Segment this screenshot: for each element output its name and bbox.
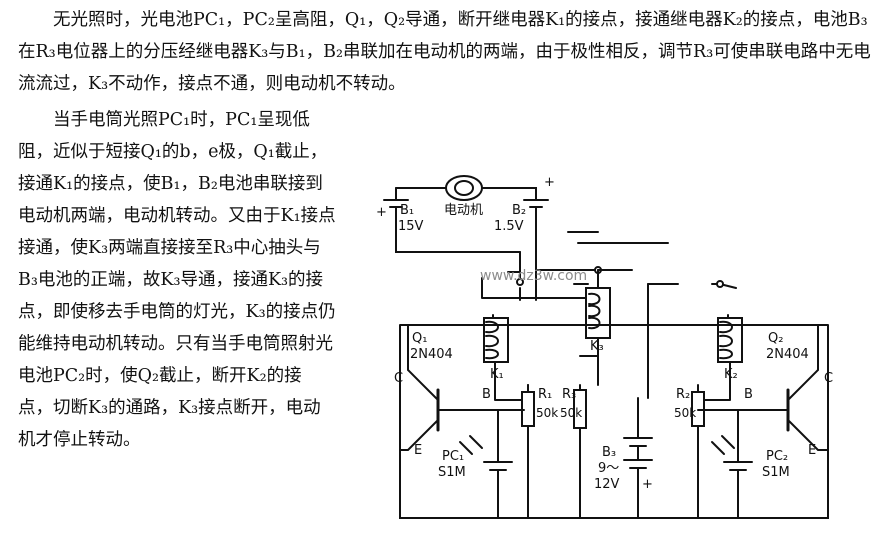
b3-value: 9～ <box>598 461 620 476</box>
k3-label: K₃ <box>590 339 604 354</box>
r2-value: 50k <box>674 406 697 420</box>
paragraph-top-text: 无光照时，光电池PC₁，PC₂呈高阻，Q₁，Q₂导通，断开继电器K₁的接点，接通… <box>18 10 871 94</box>
b1-value: 15V <box>398 219 424 234</box>
watermark: www.dz3w.com <box>480 268 588 284</box>
k2-label: K₂ <box>724 367 738 382</box>
r3-value: 50k <box>560 406 583 420</box>
q2-model: 2N404 <box>766 347 809 362</box>
b2-name: B₂ <box>512 203 527 218</box>
motor-label: 电动机 <box>444 203 484 218</box>
q2-base: B <box>744 387 753 402</box>
q2-collector: C <box>824 371 834 386</box>
q2-name: Q₂ <box>768 331 784 346</box>
r2-name: R₂ <box>676 387 691 402</box>
paragraph-left-text: 当手电筒光照PC₁时，PC₁呈现低阻，近似于短接Q₁的b，e极，Q₁截止，接通K… <box>18 110 336 450</box>
paragraph-top: 无光照时，光电池PC₁，PC₂呈高阻，Q₁，Q₂导通，断开继电器K₁的接点，接通… <box>18 4 874 100</box>
b3-value2: 12V <box>594 477 620 492</box>
r1-value: 50k <box>536 406 559 420</box>
b3-name: B₃ <box>602 445 617 460</box>
b1-plus: + <box>376 205 387 220</box>
circuit-schematic <box>383 175 829 519</box>
q1-base: B <box>482 387 491 402</box>
q2-emitter: E <box>808 443 817 458</box>
q1-name: Q₁ <box>412 331 428 346</box>
r3-name: R₃ <box>562 387 577 402</box>
pc2-value: S1M <box>762 465 790 480</box>
b2-plus: + <box>544 175 555 190</box>
motor-icon <box>445 175 483 201</box>
b1-name: B₁ <box>400 203 415 218</box>
q1-model: 2N404 <box>410 347 453 362</box>
circuit-diagram: + B₁ 15V 电动机 B₂ 1.5V + Q₁ 2N404 Q₂ 2N404… <box>348 160 884 539</box>
q1-emitter: E <box>414 443 423 458</box>
paragraph-left: 当手电筒光照PC₁时，PC₁呈现低阻，近似于短接Q₁的b，e极，Q₁截止，接通K… <box>18 104 336 456</box>
b2-value: 1.5V <box>494 219 524 234</box>
q1-collector: C <box>394 371 404 386</box>
b3-plus: + <box>642 477 653 492</box>
pc1-value: S1M <box>438 465 466 480</box>
r1-name: R₁ <box>538 387 553 402</box>
pc1-name: PC₁ <box>442 449 465 464</box>
pc2-name: PC₂ <box>766 449 789 464</box>
k1-label: K₁ <box>490 367 504 382</box>
